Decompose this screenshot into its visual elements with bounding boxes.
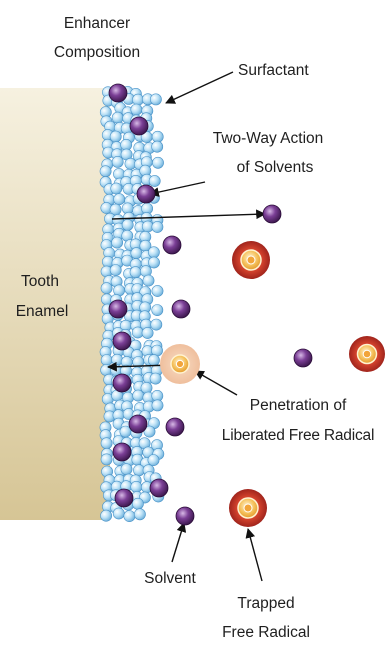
surfactant-bead — [152, 157, 163, 168]
solvent-molecule — [263, 205, 281, 223]
surfactant-bead — [142, 327, 153, 338]
surfactant-bead — [114, 194, 125, 205]
solvent-molecule — [130, 117, 148, 135]
surfactant-bead — [151, 319, 162, 330]
surfactant-bead — [148, 455, 159, 466]
solvent-molecule — [150, 479, 168, 497]
surfactant-bead — [134, 509, 145, 520]
surfactant-label: Surfactant — [238, 62, 309, 79]
solvent-molecule — [176, 507, 194, 525]
solvent-molecule — [113, 374, 131, 392]
surfactant-bead — [150, 94, 161, 105]
solvent-molecule — [166, 418, 184, 436]
surfactant-bead — [101, 510, 112, 521]
surfactant-bead — [132, 94, 143, 105]
surfactant-layer — [100, 85, 164, 522]
surfactant-bead — [112, 237, 123, 248]
surfactant-bead — [152, 400, 163, 411]
solvent-molecule — [109, 300, 127, 318]
two-way-label-line1: Two-Way Action — [213, 130, 324, 147]
surfactant-bead — [112, 156, 123, 167]
surfactant-bead — [143, 275, 154, 286]
surfactant-bead — [152, 305, 163, 316]
trapped-free-radical — [229, 489, 267, 527]
surfactant-bead — [110, 265, 121, 276]
surfactant-bead — [148, 257, 159, 268]
tooth-label-line1: Tooth — [21, 273, 59, 290]
surfactant-bead — [101, 355, 112, 366]
surfactant-bead — [111, 183, 122, 194]
surfactant-bead — [152, 285, 163, 296]
surfactant-bead — [112, 112, 123, 123]
surfactant-arrow — [166, 72, 233, 103]
surfactant-bead — [122, 219, 133, 230]
enhancer-label-line1: Enhancer — [64, 15, 130, 32]
surfactant-bead — [110, 131, 121, 142]
surfactant-bead — [100, 166, 111, 177]
surfactant-bead — [148, 355, 159, 366]
trapped-free-radical — [232, 241, 270, 279]
surfactant-bead — [131, 248, 142, 259]
surfactant-bead — [152, 141, 163, 152]
surfactant-bead — [130, 267, 141, 278]
surfactant-bead — [131, 104, 142, 115]
solvent-molecule — [113, 443, 131, 461]
penetration-label-line1: Penetration of — [250, 397, 347, 414]
solvent-label-arrow — [172, 523, 184, 562]
surfactant-bead — [101, 454, 112, 465]
surfactant-bead — [113, 508, 124, 519]
trapped-free-radicals — [229, 241, 385, 527]
penetration-label-line2: Liberated Free Radical — [222, 427, 374, 444]
solvent-molecule — [129, 415, 147, 433]
trapped-label-line2: Free Radical — [222, 624, 310, 641]
surfactant-bead — [132, 327, 143, 338]
trapped-free-radical — [349, 336, 385, 372]
surfactant-bead — [152, 131, 163, 142]
enhancer-label-line2: Composition — [54, 44, 140, 61]
two-way-label-line2: of Solvents — [237, 159, 314, 176]
tooth-label-line2: Enamel — [16, 303, 69, 320]
penetration-label-arrow — [195, 371, 237, 395]
surfactant-bead — [133, 390, 144, 401]
surfactant-bead — [121, 464, 132, 475]
solvent-molecule — [109, 84, 127, 102]
surfactant-bead — [148, 247, 159, 258]
solvent-molecule — [115, 489, 133, 507]
trapped-label-line1: Trapped — [237, 595, 294, 612]
solvent-molecule — [137, 185, 155, 203]
solvent-molecule — [172, 300, 190, 318]
surfactant-bead — [124, 510, 135, 521]
surfactant-bead — [132, 498, 143, 509]
surfactant-bead — [150, 373, 161, 384]
solvent-molecule — [294, 349, 312, 367]
solvent-molecule — [163, 236, 181, 254]
solvent-label: Solvent — [144, 570, 196, 587]
surfactant-bead — [131, 481, 142, 492]
surfactant-bead — [152, 221, 163, 232]
surfactant-bead — [101, 283, 112, 294]
surfactant-bead — [101, 438, 112, 449]
surfactant-bead — [149, 175, 160, 186]
solvent-molecule — [113, 332, 131, 350]
surfactant-bead — [112, 354, 123, 365]
trapped-label-arrow — [248, 529, 262, 581]
liberated-free-radical — [160, 344, 200, 384]
